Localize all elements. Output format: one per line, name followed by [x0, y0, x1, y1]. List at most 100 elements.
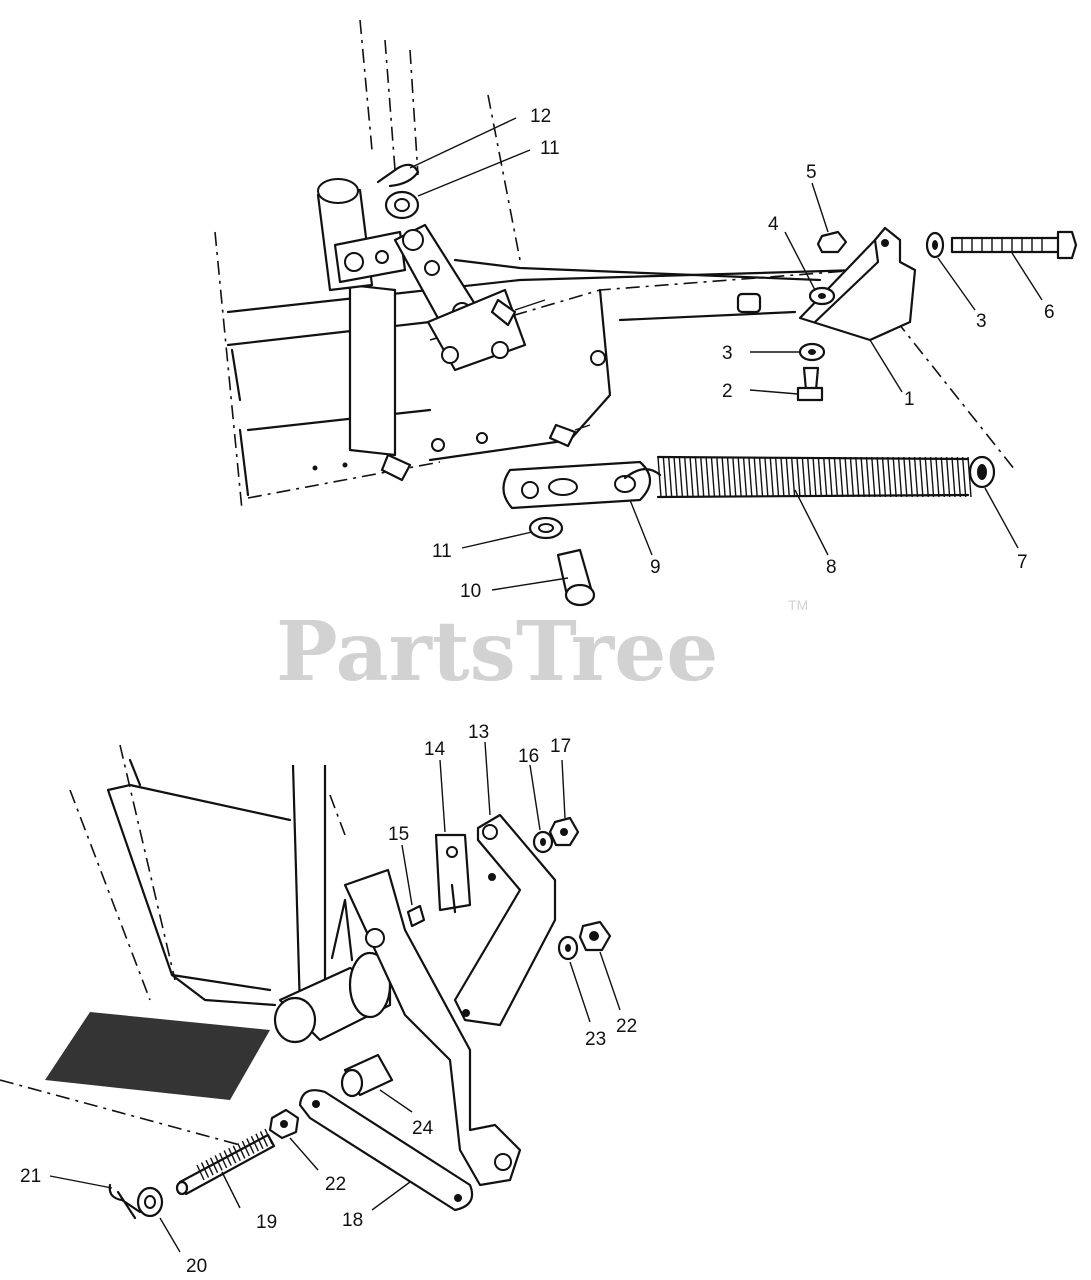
rod-thread [259, 1131, 269, 1147]
plate-hole [590, 350, 606, 366]
leader-lines [49, 117, 1043, 1253]
bracket-1-hole [881, 239, 889, 247]
frame-rail [428, 288, 612, 462]
callout-1: 1 [904, 389, 915, 410]
frame-rail [230, 348, 432, 497]
spring-coil [764, 456, 769, 498]
leader-10 [491, 577, 569, 591]
nut-22-right-hole [589, 931, 599, 941]
watermark-tm: TM [788, 597, 808, 613]
callout-19: 19 [256, 1212, 277, 1233]
nut-22-left-hole [280, 1120, 288, 1128]
leader-8 [794, 489, 829, 556]
spring-coil [796, 456, 801, 498]
rod-thread [205, 1159, 214, 1176]
spring-coil [908, 456, 913, 498]
leader-23 [569, 961, 591, 1023]
spring-coil [806, 456, 812, 498]
top-assembly [214, 19, 1078, 607]
callout-12: 12 [530, 106, 551, 127]
spring-coil [812, 456, 817, 498]
bracket-1-edge [813, 238, 880, 324]
spring-coil [956, 456, 962, 498]
callout-2: 2 [722, 381, 733, 402]
nut-17-hole [560, 828, 568, 836]
callout-6: 6 [1044, 302, 1055, 323]
callout-22a: 22 [325, 1174, 346, 1195]
bracket-1 [798, 226, 917, 342]
spring-coil [657, 456, 662, 498]
callout-11b: 11 [540, 138, 560, 159]
leader-2 [749, 389, 799, 395]
spring-coil [801, 456, 807, 498]
washer-11-upper-hole [394, 198, 410, 212]
vertical-shaft [348, 283, 397, 457]
link-18-hole [454, 1194, 462, 1202]
rod-thread [237, 1143, 246, 1159]
callout-9: 9 [650, 557, 661, 578]
callout-14: 14 [424, 739, 446, 760]
bracket-hole [375, 250, 389, 264]
rod-thread [219, 1152, 228, 1169]
leader-17 [561, 759, 566, 819]
bolt-6-head [1056, 230, 1078, 260]
bracket-13-hole [488, 873, 496, 881]
leader-21 [49, 1175, 113, 1189]
bolt-15 [406, 904, 426, 928]
rod-thread [241, 1140, 250, 1157]
rod-thread [246, 1138, 255, 1154]
spring-coil [913, 456, 919, 498]
spring-coil [892, 456, 897, 498]
frame-rail [453, 258, 822, 282]
link-9-slot [548, 478, 578, 496]
spring-coil [737, 456, 742, 498]
arm-hole [317, 178, 359, 204]
spring-coil [935, 456, 940, 498]
leader-4 [784, 231, 816, 291]
frame-dot [342, 462, 348, 468]
spring-coil [945, 456, 951, 498]
spring-coil [684, 456, 689, 498]
spring-coil [929, 456, 935, 498]
leader-12 [409, 117, 517, 169]
leader-19 [221, 1171, 241, 1209]
pedal-arm-hole [494, 1153, 512, 1171]
callout-20: 20 [186, 1256, 207, 1277]
spring-coil [903, 456, 908, 498]
rod-thread [228, 1147, 237, 1164]
spring-coil [780, 456, 785, 498]
washer-20-hole [144, 1195, 156, 1209]
leader-20 [159, 1217, 181, 1253]
link-9-hole [614, 475, 636, 493]
spring-outline [656, 455, 970, 499]
spring-coil [705, 456, 710, 498]
spring-coil [726, 456, 732, 498]
spring-coil [689, 456, 694, 498]
spring-coil [951, 456, 956, 498]
spring-coil [924, 456, 929, 498]
link-18-hole [312, 1100, 320, 1108]
callout-10: 10 [460, 581, 481, 602]
rod-thread [232, 1145, 241, 1162]
spring-coil [673, 456, 678, 498]
plate-hole [431, 438, 445, 452]
bottom-assembly [0, 744, 612, 1220]
bolt-2 [802, 366, 820, 392]
washer-3-right-hole [932, 240, 938, 250]
spring-coil [822, 456, 828, 498]
spring-coil [881, 456, 887, 498]
callout-labels: 1 2 3 3 4 5 6 7 8 9 10 11 11 12 13 14 15… [20, 106, 1055, 1277]
spring-coil [785, 456, 790, 498]
pin-small [548, 423, 577, 448]
spring-coil [897, 456, 903, 498]
bushing-7-hole [977, 464, 987, 480]
callout-23: 23 [585, 1029, 606, 1050]
spring-coil [742, 456, 748, 498]
spring-hook [623, 468, 662, 480]
callout-13: 13 [468, 722, 489, 743]
callout-15: 15 [388, 824, 409, 845]
plate-hole [441, 346, 459, 364]
bolt-6-thread [961, 238, 1043, 252]
spring-coil [887, 456, 892, 498]
pedal-shaft-end [273, 996, 317, 1044]
